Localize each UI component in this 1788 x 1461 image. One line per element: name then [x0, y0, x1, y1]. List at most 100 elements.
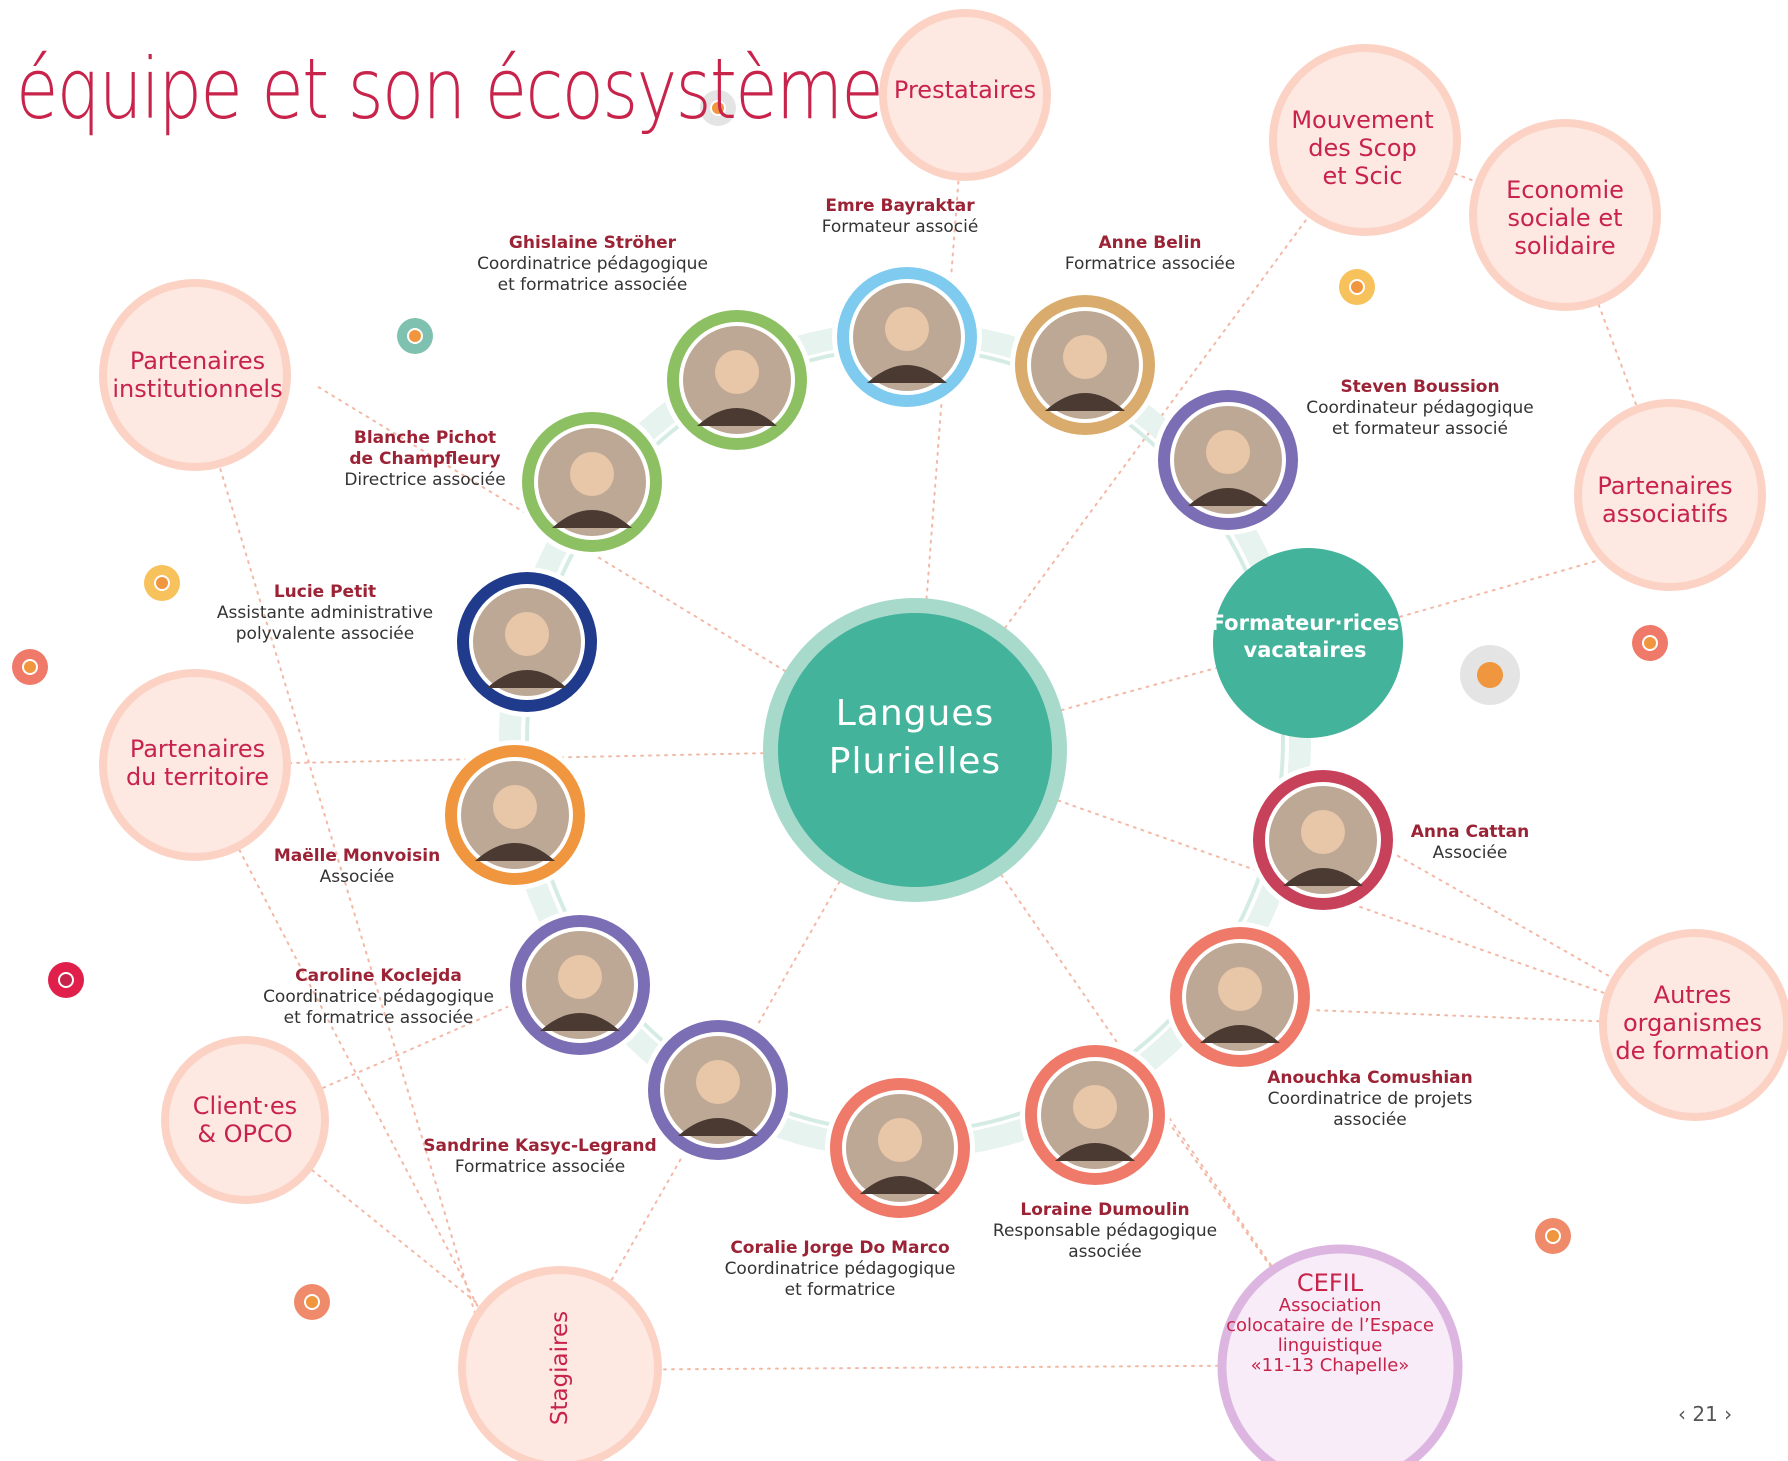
bubble-cefil-circle	[1217, 1244, 1463, 1461]
team-member-photo	[440, 740, 590, 890]
person-role: Coordinatrice de projets associée	[1267, 1089, 1473, 1130]
vacataires-label: Formateur·rices vacataires	[1210, 611, 1400, 662]
connection-line	[559, 1364, 1341, 1371]
connection-line	[194, 764, 491, 1331]
person-name: Blanche Pichot de Champfleury	[349, 428, 501, 469]
person-label-caroline-koclejda: Caroline Koclejda Coordinatrice pédagogi…	[256, 966, 501, 1029]
connection-line	[914, 94, 966, 751]
decorative-dot-center	[1351, 281, 1363, 293]
photo-shoulders	[487, 670, 567, 688]
person-role: Formatrice associée	[1064, 254, 1236, 274]
photo-shoulders	[860, 1176, 940, 1194]
ecosystem-bubbles	[99, 9, 1788, 1461]
person-label-maelle-monvoisin: Maëlle Monvoisin Associée	[267, 846, 447, 888]
bubble-partenaires-associatifs-circle	[1574, 399, 1766, 591]
person-label-blanche-pichot: Blanche Pichot de Champfleury Directrice…	[335, 428, 515, 491]
person-label-anouchka-comushian: Anouchka Comushian Coordinatrice de proj…	[1250, 1068, 1490, 1131]
connection-line	[314, 384, 916, 751]
person-label-coralie-jorge: Coralie Jorge Do Marco Coordinatrice péd…	[710, 1238, 970, 1301]
photo-shoulders	[697, 408, 777, 426]
person-label-ghislaine-stroher: Ghislaine Ströher Coordinatrice pédagogi…	[470, 233, 715, 296]
decorative-dots	[12, 90, 1668, 1320]
photo-face	[1206, 430, 1250, 474]
person-role: Formatrice associée	[454, 1157, 626, 1177]
person-role: Associée	[1432, 843, 1508, 863]
person-role: Associée	[319, 867, 395, 887]
decorative-dot-center	[1547, 1230, 1559, 1242]
person-name: Loraine Dumoulin	[1020, 1200, 1190, 1220]
person-label-lucie-petit: Lucie Petit Assistante administrative po…	[205, 582, 445, 645]
bubble-stagiaires: Stagiaires	[547, 1310, 573, 1426]
person-name: Ghislaine Ströher	[508, 233, 677, 253]
bubble-prestataires-circle	[879, 9, 1051, 181]
person-label-sandrine-kasyc: Sandrine Kasyc-Legrand Formatrice associ…	[420, 1136, 660, 1178]
bubble-economie-sociale: Economie sociale et solidaire	[1506, 175, 1624, 260]
person-label-anne-belin: Anne Belin Formatrice associée	[1060, 233, 1240, 275]
decorative-dot-center	[712, 102, 724, 114]
person-name: Anna Cattan	[1410, 822, 1530, 842]
page-number: ‹ 21 ›	[1678, 1402, 1733, 1426]
photo-face	[715, 350, 759, 394]
bubble-economie-sociale-circle	[1469, 119, 1661, 311]
photo-face	[1063, 335, 1107, 379]
photo-shoulders	[1055, 1143, 1135, 1161]
bubble-partenaires-institutionnels: Partenaires institutionnels	[112, 347, 283, 403]
team-member-photo	[1153, 385, 1303, 535]
center-circle-fill	[778, 613, 1052, 887]
photo-face	[570, 452, 614, 496]
bubble-partenaires-territoire: Partenaires du territoire	[125, 735, 270, 791]
photo-shoulders	[678, 1118, 758, 1136]
team-member-photo	[1248, 765, 1398, 915]
person-name: Lucie Petit	[273, 582, 377, 602]
decorative-dot-center	[409, 330, 421, 342]
person-role: Coordinatrice pédagogique et formatrice	[724, 1259, 956, 1300]
person-name: Anne Belin	[1098, 233, 1202, 253]
person-name: Anouchka Comushian	[1267, 1068, 1473, 1088]
person-role: Coordinateur pédagogique et formateur as…	[1306, 398, 1534, 439]
center-circle	[763, 598, 1067, 902]
photo-face	[1301, 810, 1345, 854]
person-label-anna-cattan: Anna Cattan Associée	[1395, 822, 1545, 864]
photo-shoulders	[475, 843, 555, 861]
person-role: Directrice associée	[344, 470, 506, 490]
decorative-dot-large-center	[1477, 662, 1503, 688]
team-member-photo	[452, 567, 602, 717]
page-title: équipe et son écosystème	[16, 40, 884, 138]
person-label-loraine-dumoulin: Loraine Dumoulin Responsable pédagogique…	[985, 1200, 1225, 1263]
cefil-subtitle: Association colocataire de l’Espace ling…	[1226, 1295, 1434, 1376]
photo-shoulders	[1045, 393, 1125, 411]
team-member-photo	[505, 910, 655, 1060]
photo-face	[558, 955, 602, 999]
person-role: Coordinatrice pédagogique et formatrice …	[477, 254, 708, 295]
bubble-clients-opco-circle	[161, 1036, 329, 1204]
bubble-clients-opco: Client·es & OPCO	[192, 1092, 298, 1148]
photo-shoulders	[540, 1013, 620, 1031]
decorative-dot-center	[306, 1296, 318, 1308]
person-role: Formateur associé	[821, 217, 979, 237]
team-member-photo	[643, 1015, 793, 1165]
team-photos	[440, 262, 1398, 1223]
photo-face	[878, 1118, 922, 1162]
decorative-dot-center	[1644, 637, 1656, 649]
person-role: Assistante administrative polyvalente as…	[216, 603, 434, 644]
person-name: Maëlle Monvoisin	[273, 846, 441, 866]
photo-shoulders	[1188, 488, 1268, 506]
photo-shoulders	[867, 365, 947, 383]
bubble-mouvement-scop: Mouvement des Scop et Scic	[1291, 105, 1434, 190]
person-name: Sandrine Kasyc-Legrand	[423, 1136, 657, 1156]
bubble-partenaires-associatifs: Partenaires associatifs	[1597, 472, 1733, 528]
bubble-partenaires-territoire-circle	[99, 669, 291, 861]
photo-face	[493, 785, 537, 829]
team-member-photo	[1020, 1040, 1170, 1190]
bubble-mouvement-scop-circle	[1269, 44, 1461, 236]
photo-face	[1073, 1085, 1117, 1129]
team-member-photo	[825, 1073, 975, 1223]
bubble-cefil: CEFIL Association colocataire de l’Espac…	[1220, 1270, 1440, 1376]
photo-face	[1218, 967, 1262, 1011]
photo-shoulders	[1283, 868, 1363, 886]
center-label: Langues Plurielles	[828, 693, 1002, 782]
photo-shoulders	[1200, 1025, 1280, 1043]
photo-face	[505, 612, 549, 656]
bubble-partenaires-institutionnels-circle	[99, 279, 291, 471]
